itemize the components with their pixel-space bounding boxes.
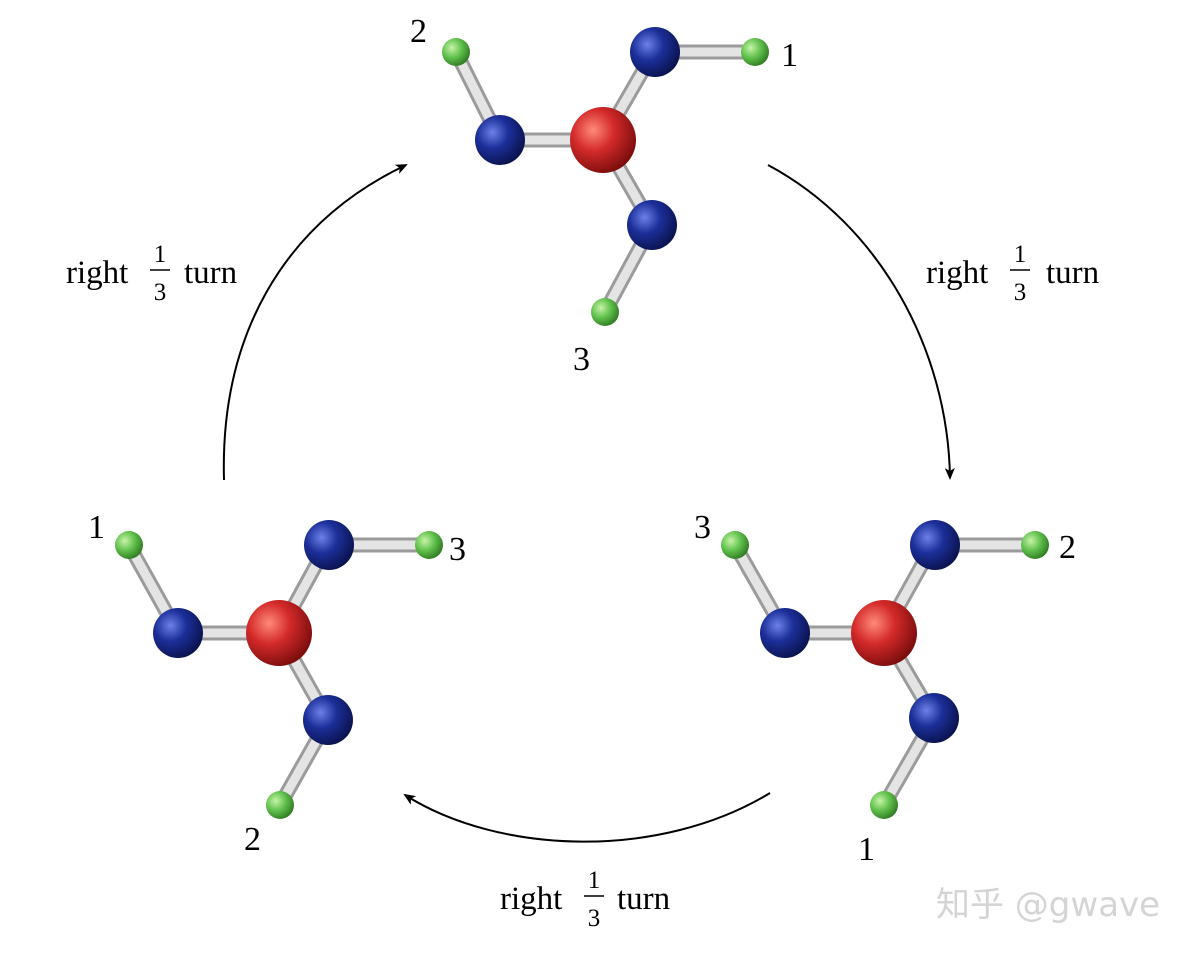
atom-label: 2 — [244, 821, 261, 858]
label-prefix: right — [66, 255, 128, 291]
outer-atom-1 — [870, 791, 898, 819]
watermark: 知乎 @gwave — [936, 885, 1160, 925]
rotation-label-left: right 1 3 turn — [66, 241, 237, 306]
bonds — [121, 537, 437, 813]
inner-atom — [909, 693, 959, 743]
arrows — [222, 164, 955, 843]
label-prefix: right — [926, 255, 988, 291]
atom-label: 2 — [1059, 529, 1076, 566]
label-numerator: 1 — [588, 867, 601, 894]
inner-atom — [630, 27, 680, 77]
label-prefix: right — [500, 881, 562, 917]
outer-atom-2 — [442, 38, 470, 66]
outer-atom-2 — [1021, 531, 1049, 559]
arrow-top-to-bottom-right — [767, 164, 955, 480]
label-numerator: 1 — [154, 241, 167, 268]
atom-label: 1 — [858, 831, 875, 868]
outer-atom-3 — [721, 531, 749, 559]
rotation-label-right: right 1 3 turn — [926, 241, 1099, 306]
inner-atom — [910, 520, 960, 570]
molecule-top: 1 2 3 — [410, 13, 798, 378]
center-atom — [851, 600, 917, 666]
label-suffix: turn — [617, 881, 670, 917]
bonds — [448, 44, 763, 320]
atom-label: 1 — [781, 37, 798, 74]
outer-atom-3 — [591, 298, 619, 326]
inner-atom — [304, 520, 354, 570]
molecule-bottom-right: 2 3 1 — [694, 509, 1076, 868]
atom-label: 2 — [410, 13, 427, 50]
label-suffix: turn — [184, 255, 237, 291]
inner-atom — [760, 608, 810, 658]
inner-atom — [153, 608, 203, 658]
atom-label: 3 — [573, 341, 590, 378]
inner-atom — [475, 115, 525, 165]
outer-atom-1 — [115, 531, 143, 559]
atom-label: 1 — [88, 509, 105, 546]
center-atom — [246, 600, 312, 666]
arrow-bottom-right-to-bottom-left — [403, 792, 771, 843]
label-suffix: turn — [1046, 255, 1099, 291]
molecule-bottom-left: 3 1 2 — [88, 509, 466, 858]
inner-atom — [627, 200, 677, 250]
label-denominator: 3 — [588, 905, 601, 932]
atom-label: 3 — [694, 509, 711, 546]
outer-atom-3 — [415, 531, 443, 559]
inner-atom — [303, 695, 353, 745]
label-denominator: 3 — [154, 279, 167, 306]
arrow-bottom-left-to-top — [222, 164, 408, 481]
rotation-label-bottom: right 1 3 turn — [500, 867, 670, 932]
outer-atom-2 — [266, 791, 294, 819]
center-atom — [570, 107, 636, 173]
atom-label: 3 — [449, 531, 466, 568]
label-numerator: 1 — [1014, 241, 1027, 268]
label-denominator: 3 — [1014, 279, 1027, 306]
bonds — [727, 537, 1043, 813]
outer-atom-1 — [741, 38, 769, 66]
